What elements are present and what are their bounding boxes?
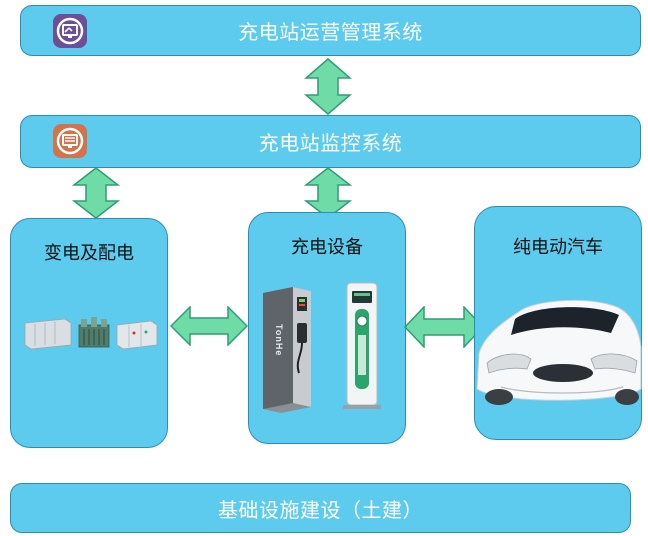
management-monitor-icon (53, 14, 87, 48)
power-distribution-box: 变电及配电 (10, 218, 168, 448)
monitoring-system-title: 充电站监控系统 (258, 131, 403, 155)
charging-equipment-box: 充电设备 TonHe (248, 212, 406, 444)
electric-vehicle-box: 纯电动汽车 (474, 206, 642, 440)
arrow-power-equipment (170, 306, 248, 346)
power-distribution-title: 变电及配电 (44, 243, 134, 264)
monitoring-system-box: 充电站监控系统 (20, 115, 641, 168)
operation-management-system-title: 充电站运营管理系统 (238, 20, 423, 44)
arrow-management-monitor (304, 58, 352, 115)
charger-brand-label: TonHe (274, 324, 284, 357)
operation-management-system-box: 充电站运营管理系统 (20, 5, 641, 56)
arrow-monitor-power (72, 167, 120, 219)
infrastructure-box: 基础设施建设（土建） (10, 483, 631, 533)
dc-charger-illustration: TonHe (259, 283, 315, 415)
electric-vehicle-title: 纯电动汽车 (513, 237, 603, 258)
ac-charger-illustration (341, 281, 385, 411)
infrastructure-title: 基础设施建设（土建） (218, 497, 423, 522)
charging-equipment-title: 充电设备 (291, 237, 363, 258)
switchgear-transformer-illustration (21, 315, 161, 351)
electric-car-illustration (471, 293, 643, 413)
monitoring-screen-icon (53, 124, 87, 158)
